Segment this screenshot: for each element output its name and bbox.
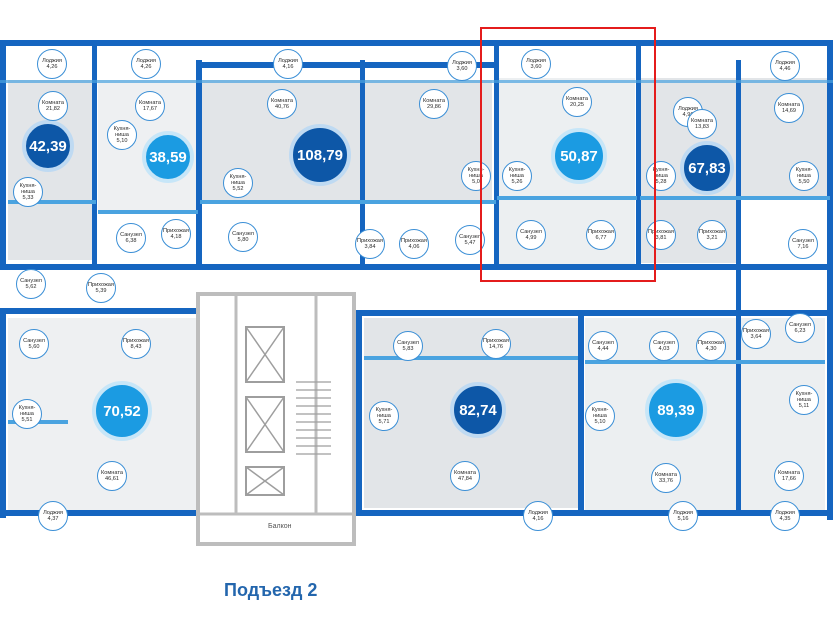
apartment-area-badge[interactable]: 89,39 <box>645 379 707 441</box>
wall <box>0 40 833 46</box>
wall <box>196 60 202 270</box>
wall <box>0 264 200 270</box>
apartment-area-badge[interactable]: 82,74 <box>450 382 506 438</box>
entrance-label: Подъезд 2 <box>224 580 318 600</box>
wall <box>640 264 833 270</box>
wall <box>0 308 200 314</box>
partition <box>640 196 830 200</box>
partition <box>585 360 825 364</box>
partition <box>8 200 96 204</box>
wall <box>200 264 640 270</box>
partition <box>98 210 198 214</box>
stair-core <box>196 292 356 546</box>
wall <box>200 62 496 68</box>
wall <box>356 310 833 316</box>
apartment-area-badge[interactable]: 70,52 <box>92 381 152 441</box>
wall <box>360 60 365 270</box>
partition <box>497 196 637 200</box>
balcony-label: Балкон <box>268 523 292 530</box>
apartment-area-badge[interactable]: 38,59 <box>142 131 194 183</box>
apartment-area-badge[interactable]: 50,87 <box>551 128 607 184</box>
wall <box>0 510 200 516</box>
apartment-area-badge[interactable]: 42,39 <box>22 120 74 172</box>
partition <box>200 200 496 204</box>
wall <box>356 310 362 516</box>
wall <box>827 40 833 520</box>
wall <box>0 40 6 270</box>
wall <box>736 290 741 516</box>
apartment-area-badge[interactable]: 108,79 <box>289 124 351 186</box>
wall <box>636 40 641 270</box>
wall <box>736 60 741 290</box>
apartment-area-badge[interactable]: 67,83 <box>680 141 734 195</box>
wall <box>578 310 584 516</box>
wall <box>494 40 499 270</box>
partition <box>364 356 578 360</box>
wall <box>356 510 833 516</box>
partition <box>0 80 833 83</box>
selected-apartment-frame <box>480 27 656 282</box>
wall <box>92 40 97 270</box>
wall <box>0 308 6 518</box>
